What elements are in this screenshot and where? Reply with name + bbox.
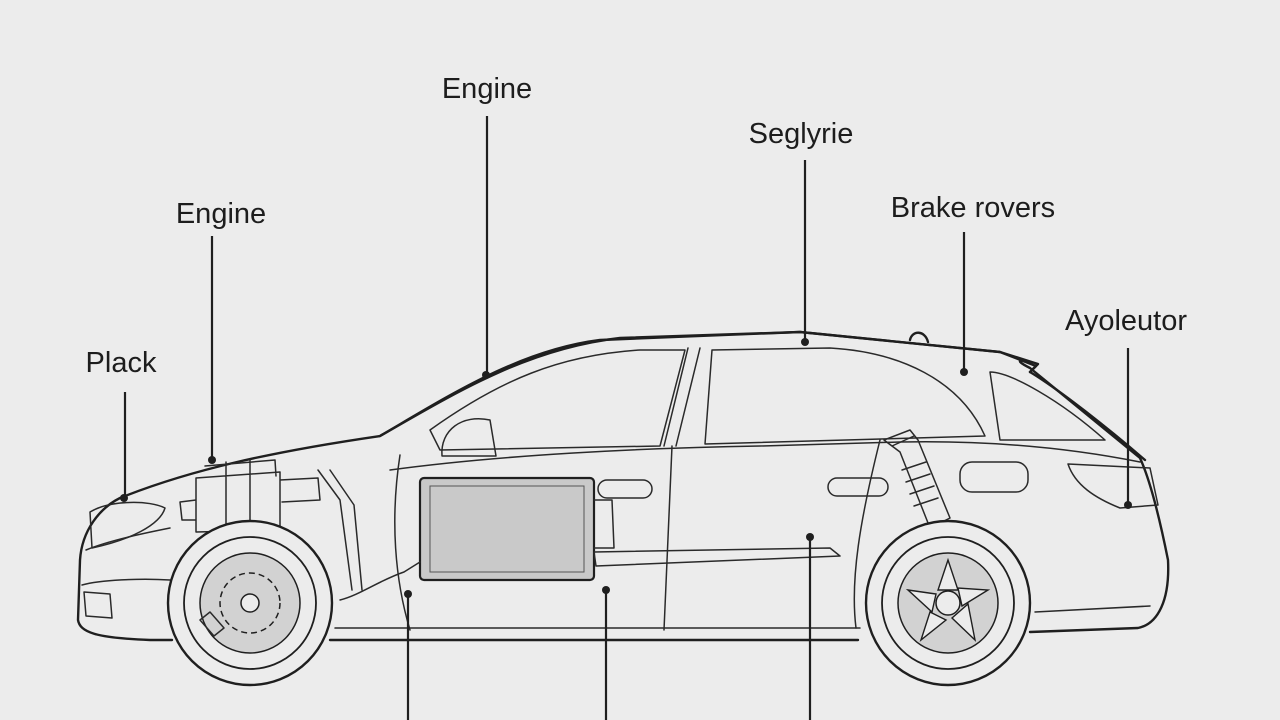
leader-bottom-1-dot [404,590,412,598]
front-foglight [83,591,113,619]
belt-line [389,441,1141,471]
rear-door-handle [827,477,889,497]
door-lines [394,439,881,631]
front-window [429,349,686,451]
front-strut [317,469,363,591]
internal-components [179,429,951,601]
rocker-line [334,605,1151,629]
leader-engine-top-dot [482,371,490,379]
side-mirror [441,418,497,457]
label-seglyrie: Seglyrie [749,118,854,150]
leader-bottom-2-dot [602,586,610,594]
leader-ayoleutor-dot [1124,501,1132,509]
battery-cable [339,499,615,601]
battery-pack [418,476,596,582]
front-wheel [166,519,334,687]
leader-brake-dot [960,368,968,376]
leader-plack-dot [120,494,128,502]
labels: Engine Engine Plack Seglyrie Brake rover… [86,73,1188,379]
label-plack: Plack [86,347,157,379]
drive-shaft [593,547,841,567]
leaders [120,116,1132,720]
tail-light [959,461,1029,493]
rear-wheel [864,519,1032,687]
rear-light [1067,463,1159,509]
front-door-handle [597,479,653,499]
label-engine-left: Engine [176,198,266,230]
leader-seglyrie-dot [801,338,809,346]
label-brake: Brake rovers [891,192,1055,224]
car-body [76,330,1170,642]
leader-bottom-3-dot [806,533,814,541]
rear-spring [901,461,939,507]
front-bumper [81,527,171,586]
rear-window [704,347,986,445]
roof-line [378,330,1147,462]
front-headlight [89,501,166,549]
roof-spoiler [908,331,930,344]
leader-engine-left-dot [208,456,216,464]
rear-shock [883,429,951,529]
battery-pack-inner [429,485,585,573]
car-outline [76,330,1170,642]
rear-quarter-window [989,371,1106,441]
b-pillar [663,347,701,447]
label-engine-top: Engine [442,73,532,105]
label-ayoleutor: Ayoleutor [1065,305,1187,337]
